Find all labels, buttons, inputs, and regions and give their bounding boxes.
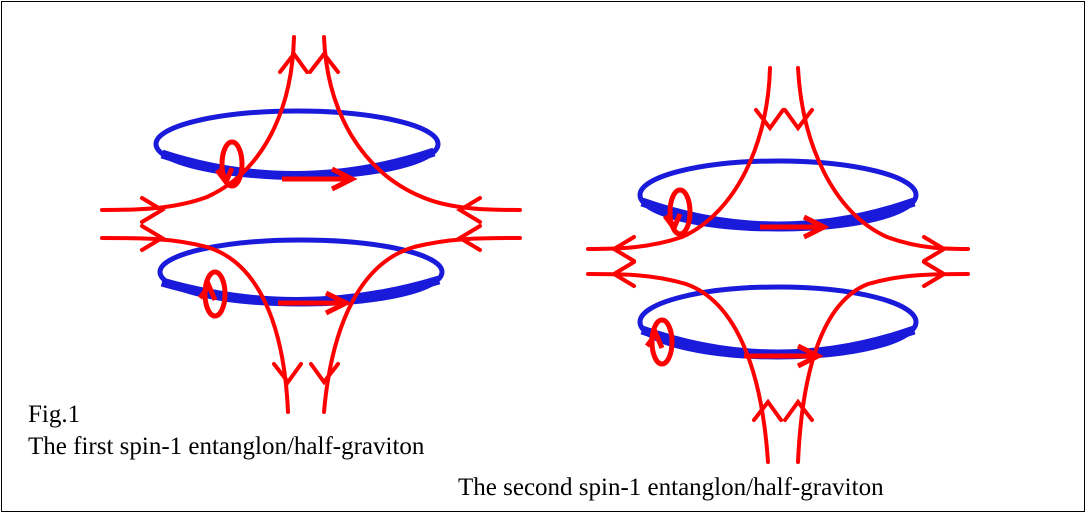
- upper-ring: [637, 158, 919, 232]
- upper-spin-loop: [663, 187, 693, 237]
- figure-label: Fig.1: [28, 401, 81, 428]
- lower-current-arrow: [278, 290, 352, 316]
- upper-spin-loop: [215, 139, 245, 189]
- upper-ring-thick-front: [160, 147, 436, 180]
- upper-current-arrow: [760, 214, 830, 240]
- upper-ring-thick-front: [640, 197, 916, 231]
- second-entanglon: [586, 66, 970, 464]
- first-entanglon: [100, 35, 522, 414]
- lower-ring-thick-front: [640, 325, 916, 359]
- second-caption: The second spin-1 entanglon/half-gravito…: [458, 474, 884, 501]
- first-caption: The first spin-1 entanglon/half-graviton: [28, 433, 425, 460]
- lower-spin-loop: [645, 317, 675, 367]
- second-field-lines: [586, 66, 970, 464]
- lower-spin-loop: [198, 269, 228, 319]
- lower-current-arrow: [744, 343, 824, 369]
- upper-current-arrow: [282, 166, 358, 192]
- first-field-lines: [100, 35, 522, 414]
